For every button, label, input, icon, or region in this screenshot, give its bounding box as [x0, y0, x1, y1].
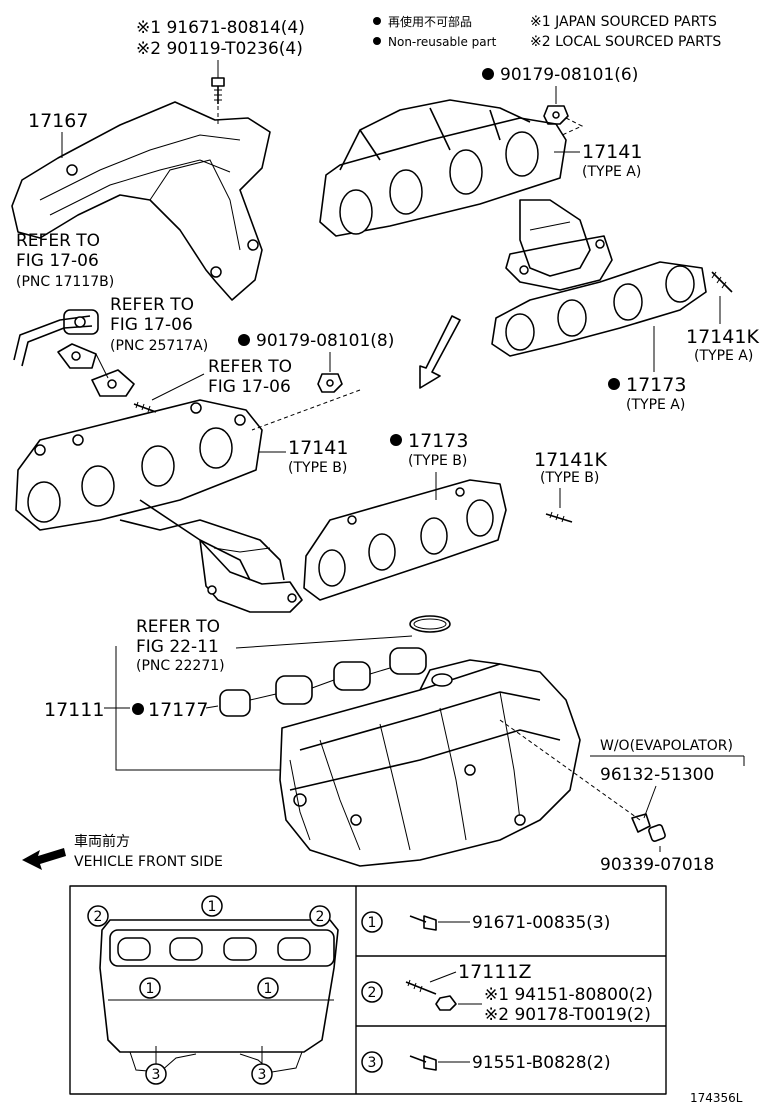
label-front-jp: 車両前方 [74, 833, 130, 850]
sensor-stud-drawing [133, 401, 157, 413]
svg-text:2: 2 [368, 985, 377, 1001]
label-refer3-line1: REFER TO [208, 357, 292, 377]
callout-bottom-left: 3 [145, 1063, 167, 1085]
legend-non-reusable-jp: 再使用不可部品 [388, 14, 472, 29]
legend-non-reusable-en: Non-reusable part [388, 35, 497, 49]
label-intake-manifold: 17111 [44, 699, 104, 721]
label-stud-a-type: (TYPE A) [694, 348, 753, 364]
label-refer1-pnc: (PNC 17117B) [16, 274, 114, 290]
label-heat-insulator: 17167 [28, 110, 88, 132]
label-gasket-a: 17173 [626, 374, 686, 396]
label-manifold-b: 17141 [288, 437, 348, 459]
callout-mid-right: 1 [257, 977, 279, 999]
label-stud-b-type: (TYPE B) [540, 470, 599, 486]
table-row-1: 1 91671-00835(3) [361, 911, 610, 933]
legend: 再使用不可部品 Non-reusable part ※1 JAPAN SOURC… [373, 14, 721, 50]
stud-row2-drawing [405, 979, 457, 1011]
vehicle-front-arrow [22, 848, 66, 870]
label-bolt-japan: ※1 91671-80814(4) [136, 18, 305, 38]
throttle-gasket-drawing [409, 615, 451, 633]
svg-text:3: 3 [368, 1055, 377, 1071]
label-refer1-line1: REFER TO [16, 231, 100, 251]
assembly-arrow [419, 315, 461, 389]
label-refer2-pnc: (PNC 25717A) [110, 338, 208, 354]
label-manifold-b-type: (TYPE B) [288, 460, 347, 476]
gasket-a-drawing [491, 261, 707, 357]
heat-insulator-drawing [11, 101, 271, 301]
nut-6-drawing [543, 105, 569, 125]
legend-japan-sourced: ※1 JAPAN SOURCED PARTS [530, 14, 717, 30]
callout-top-right: 2 [309, 905, 331, 927]
label-refer2-line1: REFER TO [110, 295, 194, 315]
label-refer3-line2: FIG 17-06 [208, 377, 291, 397]
gasket-b-drawing [303, 479, 507, 601]
svg-text:1: 1 [208, 899, 217, 915]
svg-text:2: 2 [316, 909, 325, 925]
label-manifold-a-type: (TYPE A) [582, 164, 641, 180]
label-stud-a: 17141K [686, 326, 759, 348]
svg-text:1: 1 [146, 981, 155, 997]
exhaust-manifold-a-drawing [319, 99, 613, 291]
top-bolt-drawing [211, 77, 225, 104]
table-row2-stud: 17111Z [458, 961, 531, 983]
table-row-3: 3 91551-B0828(2) [361, 1051, 611, 1073]
label-refer4-line2: FIG 22-11 [136, 637, 219, 657]
label-intake-gasket: 17177 [148, 699, 208, 721]
manifold-top-view-drawing [99, 919, 339, 1073]
label-gasket-a-type: (TYPE A) [626, 397, 685, 413]
svg-text:1: 1 [368, 915, 377, 931]
label-refer4-pnc: (PNC 22271) [136, 658, 225, 674]
label-gasket-b: 17173 [408, 430, 468, 452]
bolt-row3-drawing [409, 1055, 437, 1071]
callout-bottom-right: 3 [251, 1063, 273, 1085]
intake-gasket-drawing [219, 647, 427, 717]
callout-top-left: 2 [87, 905, 109, 927]
label-part-96132: 96132-51300 [600, 765, 714, 785]
sensor-pipe-drawing [13, 309, 135, 397]
table-row1-part: 91671-00835(3) [472, 913, 610, 933]
svg-text:1: 1 [264, 981, 273, 997]
label-nut-6: 90179-08101(6) [500, 65, 638, 85]
label-refer2-line2: FIG 17-06 [110, 315, 193, 335]
stud-a-drawing [711, 271, 733, 293]
exhaust-manifold-b-drawing [15, 399, 303, 613]
label-manifold-a: 17141 [582, 141, 642, 163]
table-row2-japan: ※1 94151-80800(2) [484, 985, 653, 1005]
svg-text:3: 3 [152, 1067, 161, 1083]
table-row-2: 2 17111Z ※1 94151-80800(2) ※2 90178-T001… [361, 961, 653, 1025]
svg-text:2: 2 [94, 909, 103, 925]
label-front-en: VEHICLE FRONT SIDE [74, 854, 223, 870]
figure-id: 174356L [690, 1091, 743, 1105]
label-refer4-line1: REFER TO [136, 617, 220, 637]
bolt-row1-drawing [409, 915, 437, 931]
label-refer1-line2: FIG 17-06 [16, 251, 99, 271]
label-wo-evap: W/O(EVAPOLATOR) [600, 738, 733, 754]
nut-8-drawing [317, 373, 343, 393]
svg-text:3: 3 [258, 1067, 267, 1083]
label-stud-b: 17141K [534, 449, 607, 471]
stud-b-drawing [545, 511, 573, 523]
label-part-90339: 90339-07018 [600, 855, 714, 875]
callout-mid-left: 1 [139, 977, 161, 999]
plug-drawing [631, 813, 666, 842]
label-gasket-b-type: (TYPE B) [408, 453, 467, 469]
table-row3-part: 91551-B0828(2) [472, 1053, 611, 1073]
label-nut-8: 90179-08101(8) [256, 331, 394, 351]
label-bolt-local: ※2 90119-T0236(4) [136, 39, 303, 59]
table-row2-local: ※2 90178-T0019(2) [484, 1005, 651, 1025]
bolt-location-table [69, 885, 667, 1095]
intake-manifold-drawing [279, 659, 581, 867]
callout-top-center: 1 [201, 895, 223, 917]
legend-local-sourced: ※2 LOCAL SOURCED PARTS [530, 34, 721, 50]
